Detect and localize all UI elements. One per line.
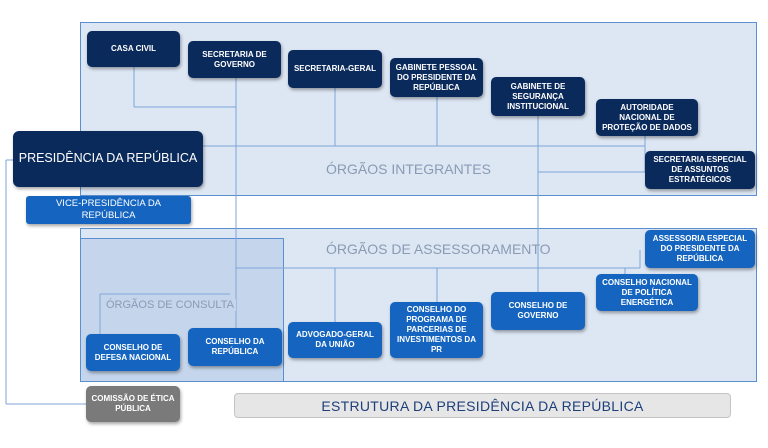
comissao-etica-box: COMISSÃO DE ÉTICA PÚBLICA [86, 386, 180, 422]
conselho-defesa-nacional-box: CONSELHO DE DEFESA NACIONAL [86, 334, 180, 371]
secretaria-de-governo-box: SECRETARIA DE GOVERNO [188, 41, 281, 78]
casa-civil-box: CASA CIVIL [87, 31, 180, 67]
orgaos-integrantes-label: ÓRGÃOS INTEGRANTES [326, 161, 491, 177]
assessoria-especial-box: ASSESSORIA ESPECIAL DO PRESIDENTE DA REP… [645, 230, 755, 268]
conselho-politica-energetica-box: CONSELHO NACIONAL DE POLÍTICA ENERGÉTICA [596, 274, 698, 311]
advogado-geral-box: ADVOGADO-GERAL DA UNIÃO [288, 322, 382, 358]
diagram-title: ESTRUTURA DA PRESIDÊNCIA DA REPÚBLICA [234, 393, 731, 418]
secretaria-geral-box: SECRETARIA-GERAL [288, 50, 382, 88]
orgaos-assessoramento-label: ÓRGÃOS DE ASSESSORAMENTO [326, 241, 551, 257]
orgaos-consulta-label: ÓRGÃOS DE CONSULTA [104, 299, 236, 311]
conselho-da-republica-box: CONSELHO DA REPÚBLICA [188, 328, 282, 366]
presidencia-box: PRESIDÊNCIA DA REPÚBLICA [13, 131, 203, 187]
conselho-ppi-box: CONSELHO DO PROGRAMA DE PARCERIAS DE INV… [390, 302, 483, 358]
conselho-de-governo-box: CONSELHO DE GOVERNO [491, 292, 585, 330]
gabinete-seguranca-box: GABINETE DE SEGURANÇA INSTITUCIONAL [491, 77, 585, 116]
vice-presidencia-box: VICE-PRESIDÊNCIA DA REPÚBLICA [26, 196, 191, 224]
gabinete-pessoal-box: GABINETE PESSOAL DO PRESIDENTE DA REPÚBL… [390, 58, 483, 97]
secretaria-especial-assuntos-estrategicos-box: SECRETARIA ESPECIAL DE ASSUNTOS ESTRATÉG… [645, 151, 755, 189]
autoridade-protecao-dados-box: AUTORIDADE NACIONAL DE PROTEÇÃO DE DADOS [596, 99, 698, 136]
